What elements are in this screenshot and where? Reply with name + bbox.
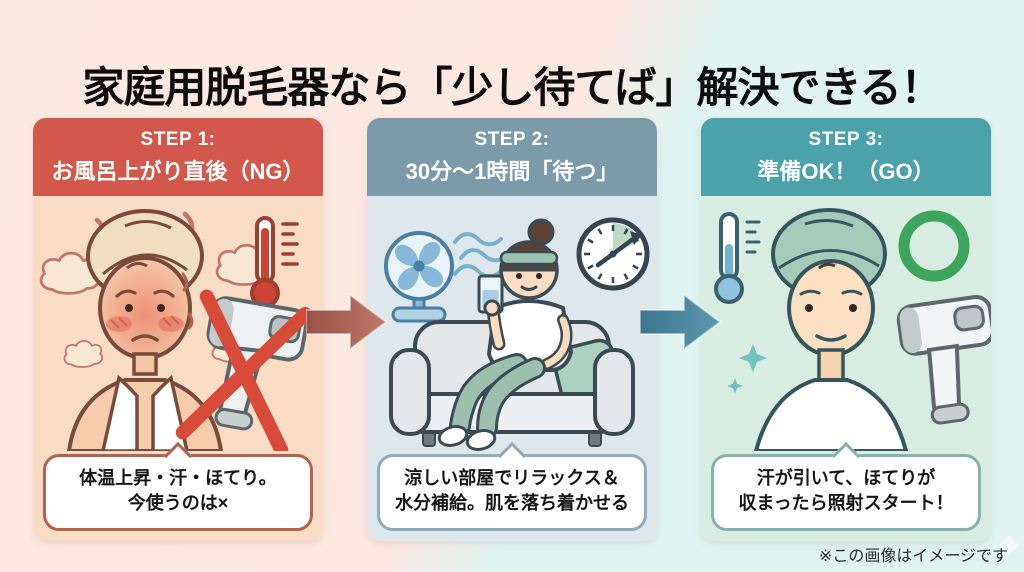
clock-icon xyxy=(576,217,650,291)
page-title: 家庭用脱毛器なら「少し待てば」解決できる！ xyxy=(82,64,942,112)
device-icon xyxy=(896,295,991,425)
step2-header: STEP 2: 30分〜1時間「待つ」 xyxy=(367,118,657,196)
hot-thermometer-icon xyxy=(250,216,299,308)
breeze-icon xyxy=(453,232,509,279)
step1-caption-bubble: 体温上昇・汗・ほてり。 今使うのは× xyxy=(43,453,313,531)
fan-icon xyxy=(384,231,454,323)
arrow-right-icon xyxy=(640,293,722,351)
step1-illustration xyxy=(39,209,313,451)
ready-woman-illustration xyxy=(753,208,909,451)
cool-thermometer-icon xyxy=(714,212,761,304)
step1-header: STEP 1: お風呂上がり直後（NG） xyxy=(33,118,323,196)
step3-panel-body: STEP 3: 準備OK！（GO） xyxy=(701,118,991,541)
crossed-out-device-icon xyxy=(175,289,313,451)
step1-caption-line2: 今使うのは× xyxy=(127,493,229,514)
step1-title: お風呂上がり直後（NG） xyxy=(51,158,305,184)
arrow-right-icon xyxy=(306,293,388,351)
ok-circle-icon xyxy=(898,210,970,282)
step3-caption-line2: 収まったら照射スタート！ xyxy=(738,493,954,514)
step3-caption-line1: 汗が引いて、ほてりが xyxy=(756,467,936,488)
step3-label: STEP 3: xyxy=(808,128,884,150)
step1-panel-body: STEP 1: お風呂上がり直後（NG） xyxy=(33,118,323,541)
image-disclaimer: ※この画像はイメージです xyxy=(818,548,1008,565)
step3-panel: STEP 3: 準備OK！（GO） xyxy=(701,118,991,541)
relaxing-woman-illustration xyxy=(437,218,574,451)
step3-title: 準備OK！（GO） xyxy=(757,158,935,184)
step2-caption-line1: 涼しい部屋でリラックス＆ xyxy=(404,467,620,488)
sparkle-icon xyxy=(727,344,767,394)
step3-illustration xyxy=(714,208,991,451)
step3-header: STEP 3: 準備OK！（GO） xyxy=(701,118,991,196)
step1-panel: STEP 1: お風呂上がり直後（NG） xyxy=(33,118,323,541)
step2-panel-body: STEP 2: 30分〜1時間「待つ」 xyxy=(367,118,657,541)
step1-label: STEP 1: xyxy=(140,128,216,150)
step2-caption-line2: 水分補給。肌を落ち着かせる xyxy=(395,493,629,514)
step2-illustration xyxy=(384,217,650,451)
step2-panel: STEP 2: 30分〜1時間「待つ」 xyxy=(367,118,657,541)
step1-caption-line1: 体温上昇・汗・ほてり。 xyxy=(79,467,277,488)
step2-label: STEP 2: xyxy=(474,128,550,150)
step3-caption-bubble: 汗が引いて、ほてりが 収まったら照射スタート！ xyxy=(711,453,981,531)
red-x-icon xyxy=(175,289,313,451)
step2-title: 30分〜1時間「待つ」 xyxy=(405,158,619,184)
step2-caption-bubble: 涼しい部屋でリラックス＆ 水分補給。肌を落ち着かせる xyxy=(377,453,647,531)
